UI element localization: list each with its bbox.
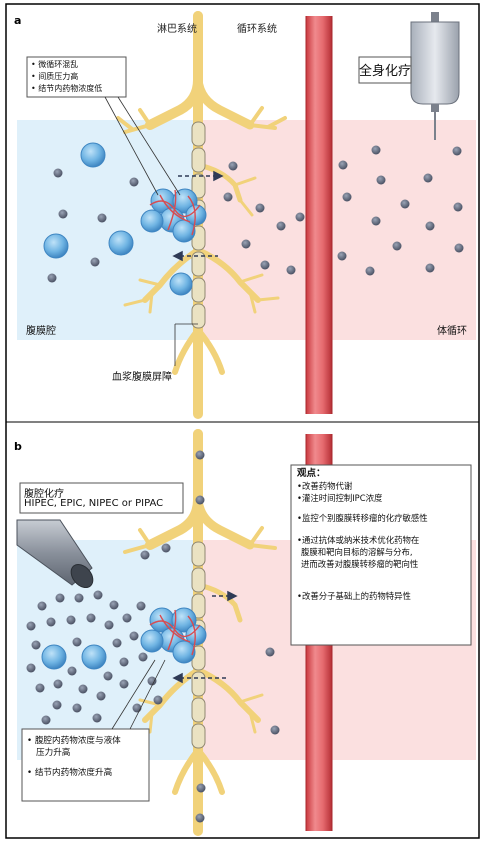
viewpoint-item: •灌注时间控制IPC浓度 [297, 493, 383, 503]
peritoneal-cavity-label: 腹膜腔 [26, 326, 56, 337]
outcome-item: • 腹腔内药物浓度与液体 [27, 736, 121, 746]
viewpoint-item-cont: 腹膜和靶向目标的溶解与分布, [301, 547, 413, 557]
lymph-system-title: 淋巴系统 [157, 24, 197, 35]
exchange-arrows-a [172, 170, 224, 262]
viewpoint-item: •通过抗体或纳米技术优化药物在 [297, 535, 420, 545]
viewpoint-item-cont: 进而改善对腹膜转移瘤的靶向性 [301, 559, 419, 569]
systemic-chemo-label: 全身化疗 [359, 64, 412, 79]
iv-bag-icon [410, 12, 460, 140]
circulation-system-title: 循环系统 [237, 24, 277, 35]
exchange-arrows-b [172, 590, 238, 684]
tumor-microvessels-b [149, 609, 201, 656]
outcome-item-cont: 压力升高 [36, 748, 71, 758]
ip-chemo-box [19, 482, 184, 514]
problem-item: • 微循环混乱 [31, 60, 79, 69]
viewpoint-item: •监控个别腹膜转移瘤的化疗敏感性 [297, 513, 428, 523]
blood-vessel [306, 16, 332, 414]
drug-particles-a [47, 145, 464, 283]
problem-item: • 结节内药物浓度低 [31, 84, 103, 93]
outcomes-box [21, 728, 150, 802]
problem-item: • 间质压力高 [31, 72, 79, 81]
catheter-icon [16, 519, 94, 589]
barrier-label: 血浆腹膜屏障 [112, 372, 172, 383]
drug-particles-b [26, 450, 280, 823]
problems-list: • 微循环混乱 • 间质压力高 • 结节内药物浓度低 [31, 59, 102, 95]
panel-b-label: b [14, 440, 22, 453]
panel-b [16, 429, 476, 836]
panel-a [17, 11, 476, 419]
problems-pointer [104, 96, 159, 196]
viewpoint-item: •改善分子基础上的药物特异性 [297, 591, 411, 601]
panel-a-label: a [14, 14, 22, 27]
outcomes-list: • 腹腔内药物浓度与液体 压力升高 • 结节内药物浓度升高 [27, 735, 147, 779]
outcome-item: • 结节内药物浓度升高 [27, 768, 113, 778]
viewpoint-item: •改善药物代谢 [297, 481, 353, 491]
tumor-microvessels-a [149, 189, 201, 236]
problems-box [26, 56, 127, 98]
ip-chemo-methods: HIPEC, EPIC, NIPEC or PIPAC [24, 498, 164, 509]
ip-chemo-title: 腹腔化疗 [24, 489, 64, 500]
viewpoints-box [290, 464, 472, 646]
systemic-circulation-label: 体循环 [437, 326, 467, 337]
viewpoints-list: 观点： •改善药物代谢 •灌注时间控制IPC浓度 •监控个别腹膜转移瘤的化疗敏感… [297, 468, 467, 602]
circulation-region [200, 120, 476, 340]
viewpoints-title: 观点： [297, 468, 326, 479]
systemic-chemo-box [358, 56, 412, 84]
